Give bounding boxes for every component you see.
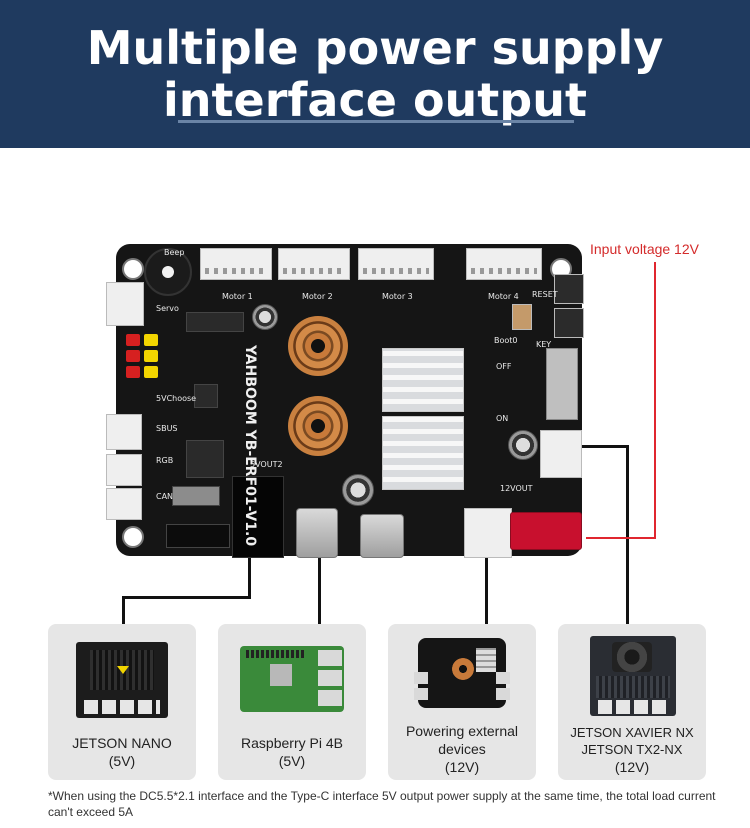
external-devices-name-line2: devices: [438, 741, 486, 757]
reset-button: [554, 274, 584, 304]
expansion-board: Motor 1 Motor 2 Motor 3 Motor 4 Servo SB…: [106, 244, 584, 558]
page-title-line2: interface output: [163, 73, 587, 127]
wire-input-h: [586, 537, 656, 539]
usb-c-port: [360, 514, 404, 558]
5vout-connector: [540, 430, 582, 478]
jetson-nano-image: [76, 642, 168, 718]
silk-motor2: Motor 2: [302, 292, 333, 301]
jumper-red: [126, 334, 140, 346]
wire-xt30-v: [626, 445, 629, 626]
silk-sbus: SBUS: [156, 424, 178, 433]
heatsink: [382, 416, 464, 490]
12vout-connector: [464, 508, 512, 558]
usb-c-port: [296, 508, 338, 558]
capacitor: [252, 304, 278, 330]
silk-off: OFF: [496, 362, 512, 371]
power-switch: [546, 348, 578, 420]
mcu-chip: [194, 384, 218, 408]
wire-typec: [318, 556, 321, 626]
wire-dc-jack-h: [122, 596, 251, 599]
jetson-xavier-name-line2: JETSON TX2-NX: [581, 742, 683, 757]
motor4-connector: [466, 248, 542, 280]
mount-hole: [122, 258, 144, 280]
mount-hole: [122, 526, 144, 548]
capacitor: [508, 430, 538, 460]
footnote: *When using the DC5.5*2.1 interface and …: [48, 789, 716, 819]
card-external-devices: Powering external devices (12V): [388, 624, 536, 780]
jumper-yellow: [144, 350, 158, 362]
xt30-input-plug: [510, 512, 582, 550]
wire-dc-jack-down: [122, 596, 125, 626]
external-devices-name-line1: Powering external: [405, 723, 519, 739]
card-jetson-nano: JETSON NANO (5V): [48, 624, 196, 780]
regulator-chip: [186, 440, 224, 478]
wire-input-v: [654, 262, 656, 539]
silk-motor4: Motor 4: [488, 292, 519, 301]
jetson-xavier-voltage: (12V): [614, 759, 650, 775]
driver-chip: [186, 312, 244, 332]
card-raspberry-pi: Raspberry Pi 4B (5V): [218, 624, 366, 780]
jetson-xavier-image: [590, 636, 676, 716]
silk-5vout2: 5VOUT2: [250, 460, 283, 469]
i2c-header: [166, 524, 230, 548]
silk-motor1: Motor 1: [222, 292, 253, 301]
raspberry-pi-name: Raspberry Pi 4B: [241, 735, 343, 751]
jetson-nano-name: JETSON NANO: [72, 735, 172, 751]
wire-12vout: [485, 548, 488, 626]
jumper-yellow: [144, 366, 158, 378]
board-brand: YAHBOOM YB-ERF01-V1.0: [242, 345, 258, 547]
raspberry-pi-voltage: (5V): [278, 753, 306, 769]
silk-rgb: RGB: [156, 456, 174, 465]
silk-key: KEY: [536, 340, 552, 349]
title-underline: [178, 120, 574, 123]
external-board-image: [414, 638, 510, 708]
jetson-nano-voltage: (5V): [108, 753, 136, 769]
raspberry-pi-image: [240, 646, 344, 712]
page-title-line1: Multiple power supply: [86, 21, 664, 75]
jumper-yellow: [144, 334, 158, 346]
key-button: [512, 304, 532, 330]
wire-xt30-h: [568, 445, 628, 448]
jumper-red: [126, 366, 140, 378]
header-banner: Multiple power supply interface output: [0, 0, 750, 148]
jumper-red: [126, 350, 140, 362]
jetson-xavier-name-line1: JETSON XAVIER NX: [570, 725, 694, 740]
wire-dc-jack: [248, 556, 251, 598]
silk-on: ON: [496, 414, 509, 423]
heatsink: [382, 348, 464, 412]
dc-jack: [232, 476, 284, 558]
silk-can: CAN: [156, 492, 174, 501]
silk-12vout: 12VOUT: [500, 484, 533, 493]
motor1-connector: [200, 248, 272, 280]
silk-motor3: Motor 3: [382, 292, 413, 301]
input-voltage-label: Input voltage 12V: [590, 241, 699, 257]
silk-servo: Servo: [156, 304, 179, 313]
inductor-coil: [288, 396, 348, 456]
rgb-connector: [106, 454, 142, 486]
external-devices-voltage: (12V): [444, 759, 480, 775]
buzzer: [144, 248, 192, 296]
servo-connector: [106, 282, 144, 326]
silk-boot0: Boot0: [494, 336, 518, 345]
silk-reset: RESET: [532, 290, 558, 299]
silk-beep: Beep: [164, 248, 185, 257]
silk-5vchoose: 5VChoose: [156, 394, 197, 403]
motor2-connector: [278, 248, 350, 280]
crystal: [172, 486, 220, 506]
can-connector: [106, 488, 142, 520]
motor3-connector: [358, 248, 434, 280]
sbus-connector: [106, 414, 142, 450]
capacitor: [342, 474, 374, 506]
inductor-coil: [288, 316, 348, 376]
key2-button: [554, 308, 584, 338]
card-jetson-xavier: JETSON XAVIER NX JETSON TX2-NX (12V): [558, 624, 706, 780]
